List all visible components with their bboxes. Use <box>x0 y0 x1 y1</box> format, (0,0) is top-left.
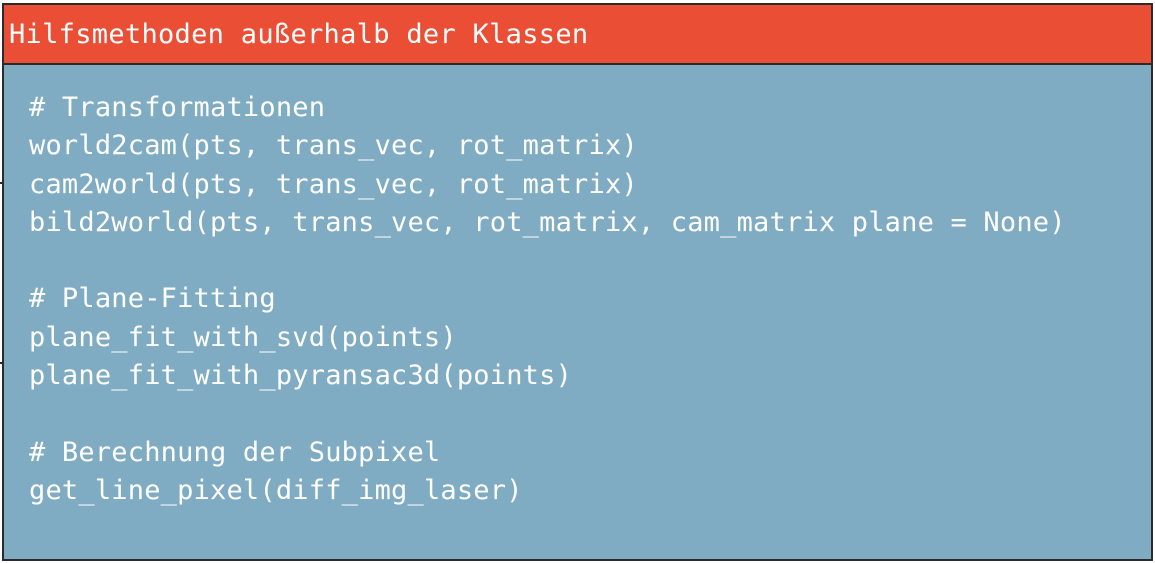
blank-line <box>29 242 1151 280</box>
comment-subpixel: # Berechnung der Subpixel <box>29 436 441 468</box>
method-world2cam: world2cam(pts, trans_vec, rot_matrix) <box>29 130 638 162</box>
box-header: Hilfsmethoden außerhalb der Klassen <box>4 5 1151 65</box>
box-body: # Transformationen world2cam(pts, trans_… <box>4 65 1151 510</box>
edge-tick-mark <box>0 362 3 364</box>
method-plane-fit-with-svd: plane_fit_with_svd(points) <box>29 321 457 353</box>
edge-tick-mark <box>0 182 3 184</box>
method-plane-fit-with-pyransac3d: plane_fit_with_pyransac3d(points) <box>29 360 573 392</box>
method-get-line-pixel: get_line_pixel(diff_img_laser) <box>29 474 523 506</box>
helper-methods-box: Hilfsmethoden außerhalb der Klassen # Tr… <box>2 3 1153 561</box>
box-title: Hilfsmethoden außerhalb der Klassen <box>9 18 589 50</box>
method-cam2world: cam2world(pts, trans_vec, rot_matrix) <box>29 168 638 200</box>
comment-plane-fitting: # Plane-Fitting <box>29 283 276 315</box>
comment-transformationen: # Transformationen <box>29 92 326 123</box>
method-bild2world: bild2world(pts, trans_vec, rot_matrix, c… <box>29 206 1066 238</box>
blank-line <box>29 395 1151 433</box>
